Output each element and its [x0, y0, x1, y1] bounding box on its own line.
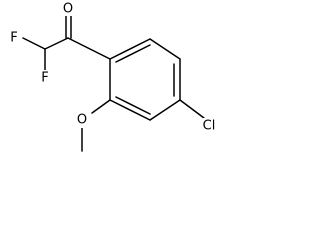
atom-chlorine: Cl	[203, 119, 216, 134]
bond-ring-to-cl	[179, 99, 205, 119]
atom-fluorine-top: F	[10, 31, 17, 46]
bond-ring-c3-c2	[109, 99, 151, 121]
bond-ring-c6-c5	[149, 38, 181, 60]
bond-ring-c3-c2-inner	[115, 96, 151, 115]
atom-oxygen-methoxy: O	[77, 113, 87, 128]
bond-carbonyl-to-ring	[67, 37, 111, 60]
chemical-structure: O F F Cl O	[10, 1, 216, 152]
bond-ring-c1-c6	[109, 38, 151, 60]
atom-oxygen-carbonyl: O	[63, 2, 73, 17]
bond-ring-c1-c6-inner	[115, 44, 151, 63]
bond-ring-c4-c3	[149, 99, 181, 121]
bond-ring-to-methoxy-o	[91, 99, 111, 114]
bond-carbonyl-to-chf2	[44, 37, 69, 50]
atom-fluorine-bottom: F	[41, 71, 48, 86]
bond-chf2-to-f-top	[22, 37, 46, 50]
